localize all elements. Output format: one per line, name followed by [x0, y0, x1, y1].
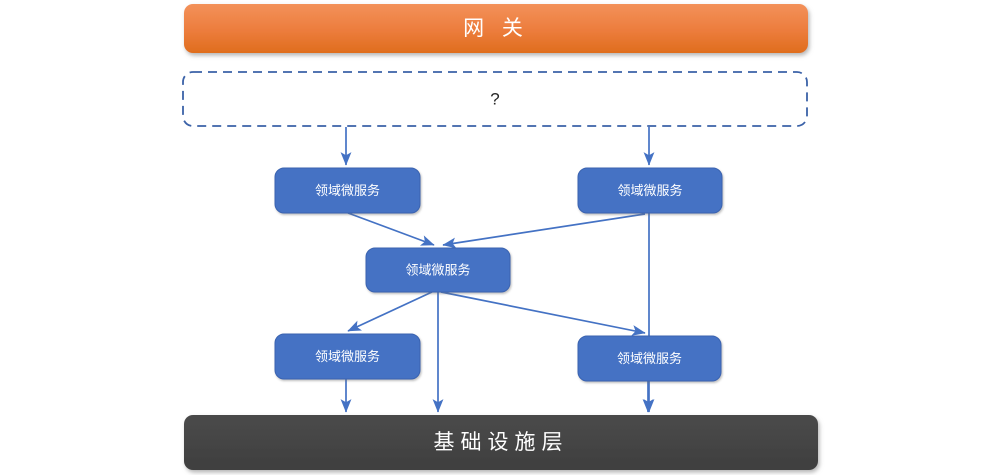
infrastructure-band-shape	[184, 415, 818, 470]
gateway-band-shape	[184, 4, 808, 53]
connector-top-right-to-center	[442, 213, 646, 249]
node-svc-bottom-left[interactable]: 领域微服务	[274, 333, 421, 380]
placeholder-band[interactable]: ?	[182, 71, 808, 127]
node-label: 领域微服务	[617, 183, 682, 198]
node-shape	[274, 167, 421, 214]
node-shape	[365, 247, 511, 293]
node-svc-top-right[interactable]: 领域微服务	[577, 167, 723, 214]
node-shape	[274, 333, 421, 380]
node-svc-center[interactable]: 领域微服务	[365, 247, 511, 293]
node-label: 领域微服务	[617, 351, 682, 366]
placeholder-band-shape	[182, 71, 808, 127]
gateway-band[interactable]: 网 关	[184, 4, 808, 53]
placeholder-band-label: ?	[490, 89, 499, 108]
node-label: 领域微服务	[315, 183, 380, 198]
microservice-node-layer: 领域微服务 领域微服务 领域微服务 领域微服务 领域微服务	[274, 167, 723, 382]
node-label: 领域微服务	[405, 262, 470, 277]
infrastructure-band[interactable]: 基础设施层	[184, 415, 818, 470]
node-svc-bottom-right[interactable]: 领域微服务	[577, 335, 722, 382]
gateway-band-label: 网 关	[463, 17, 529, 40]
connector-center-to-bottom-right	[440, 291, 646, 336]
node-shape	[577, 335, 722, 382]
infrastructure-band-label: 基础设施层	[434, 431, 569, 454]
connector-top-left-to-center	[347, 212, 435, 246]
node-shape	[577, 167, 723, 214]
connector-center-to-bottom-left	[347, 291, 433, 332]
node-label: 领域微服务	[315, 349, 380, 364]
node-svc-top-left[interactable]: 领域微服务	[274, 167, 421, 214]
